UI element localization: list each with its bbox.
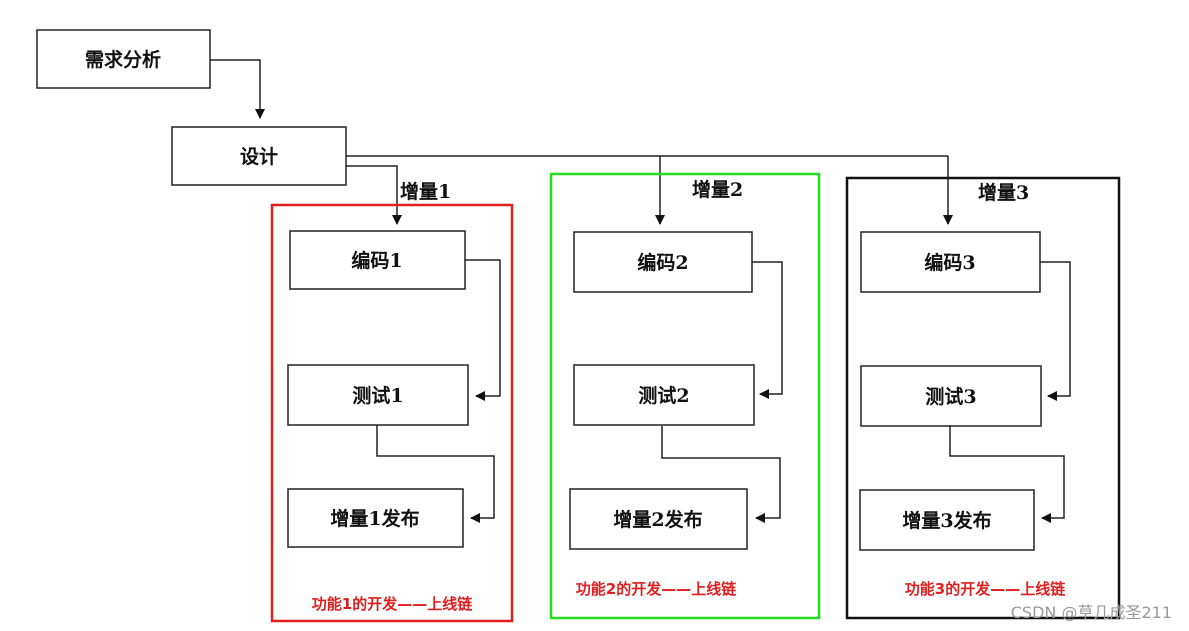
test2-label: 测试2: [638, 385, 689, 407]
code1-label: 编码1: [351, 249, 402, 272]
increment1-frame: [270, 203, 514, 623]
connector-test3-release3: [949, 426, 1065, 523]
connector-code1-test1: [465, 259, 501, 401]
code3-label: 编码3: [924, 251, 975, 274]
release1-label: 增量1发布: [330, 507, 419, 530]
release2-label: 增量2发布: [613, 508, 702, 531]
release1-box: [287, 488, 464, 548]
code3-box: [860, 231, 1041, 293]
code2-box: [573, 231, 753, 293]
increment2-label: 增量2: [692, 178, 743, 201]
test1-box: [287, 364, 469, 426]
requirements-label: 需求分析: [85, 48, 161, 71]
watermark: CSDN @草几成圣211: [1011, 603, 1172, 622]
requirements-box: [36, 29, 211, 89]
code1-box: [289, 230, 466, 290]
test3-label: 测试3: [925, 386, 976, 408]
increment1-label: 增量1: [400, 180, 451, 203]
increment3-label: 增量3: [978, 181, 1029, 204]
connector-design-inc1: [346, 165, 402, 225]
connector-code2-test2: [752, 261, 783, 399]
release2-box: [569, 488, 748, 550]
increment3-frame: [845, 176, 1121, 620]
design-label: 设计: [240, 146, 278, 168]
release3-label: 增量3发布: [902, 509, 991, 532]
code2-label: 编码2: [637, 251, 688, 274]
test2-box: [573, 364, 755, 426]
test1-label: 测试1: [352, 385, 403, 407]
increment2-caption: 功能2的开发——上线链: [576, 580, 737, 598]
increment3-caption: 功能3的开发——上线链: [905, 580, 1066, 598]
design-box: [171, 126, 347, 186]
increment2-frame: [549, 172, 821, 620]
release3-box: [859, 489, 1035, 551]
increment1-caption: 功能1的开发——上线链: [312, 595, 473, 613]
test3-box: [860, 365, 1042, 427]
connector-test2-release2: [661, 426, 781, 523]
connectors: [210, 59, 1071, 523]
process-boxes: [36, 29, 1042, 551]
connector-requirements-design: [210, 59, 265, 119]
connector-code3-test3: [1040, 261, 1071, 401]
connector-test1-release1: [376, 424, 495, 523]
